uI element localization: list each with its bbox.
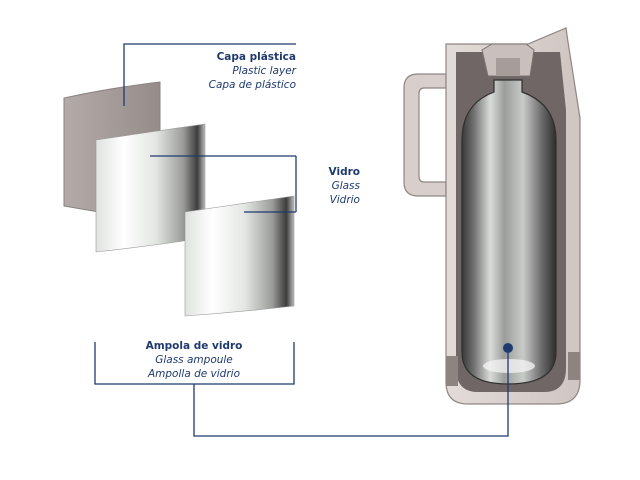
plastic-layer-label: Capa plástica Plastic layer Capa de plás… — [150, 50, 296, 92]
glass-ampoule-en: Glass ampoule — [155, 354, 233, 366]
ampoule-leader-line — [193, 348, 509, 437]
thermos-handle — [403, 73, 447, 197]
glass-ampoule-title: Ampola de vidro — [145, 340, 243, 352]
thermos-cross-section — [403, 27, 581, 405]
glass-ampoule — [461, 79, 557, 385]
plastic-layer-es: Capa de plástico — [208, 79, 296, 91]
ampoule-bottom-reflection — [483, 359, 535, 373]
glass-es: Vidrio — [329, 194, 360, 206]
plastic-leader-line — [123, 43, 296, 106]
plastic-layer-en: Plastic layer — [232, 65, 296, 77]
glass-en: Glass — [331, 180, 360, 192]
ampoule-marker-dot — [503, 343, 513, 353]
glass-ampoule-es: Ampolla de vidrio — [147, 368, 241, 380]
glass-title: Vidro — [328, 166, 360, 178]
glass-label: Vidro Glass Vidrio — [250, 165, 360, 207]
ampoule-bracket-right — [194, 342, 295, 385]
plastic-layer-title: Capa plástica — [216, 51, 296, 63]
glass-ampoule-label: Ampola de vidro Glass ampoule Ampolla de… — [114, 339, 274, 381]
stopper-core — [496, 58, 520, 76]
ampoule-bracket-left — [94, 342, 194, 385]
thermos-base-trim — [446, 356, 458, 386]
glass-ampoule-panel — [184, 195, 295, 317]
